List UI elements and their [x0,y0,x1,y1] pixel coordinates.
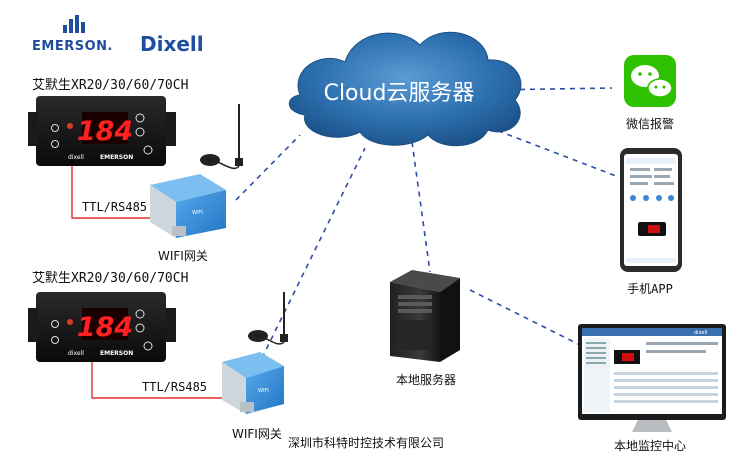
monitor-icon [578,324,726,432]
gateway1-label: WIFI网关 [158,249,208,263]
link-phone-cloud [469,119,617,177]
link-server-monitor [469,289,581,346]
phone-icon [620,148,682,272]
link-gateway1-cloud [235,134,301,201]
wifi-gateway-icon: WIFI [150,174,226,238]
controller1-display: 184 [77,116,133,147]
antenna-icon [248,292,288,345]
controller-icon [28,292,176,362]
controller-icon [28,96,176,166]
serial-link-1-label: TTL/RS485 [82,200,147,214]
gateway2-label: WIFI网关 [232,427,282,441]
controller2-brand-dixell: dixell [68,350,84,357]
server-label: 本地服务器 [396,372,456,387]
cloud-icon [288,31,522,147]
wechat-label: 微信报警 [626,116,674,131]
controller1-brand-emerson: EMERSON [100,154,133,161]
controller2-brand-emerson: EMERSON [100,350,133,357]
antenna-icon [200,104,243,169]
controller1-title: 艾默生XR20/30/60/70CH [32,77,188,93]
svg-text:WIFI: WIFI [192,210,203,216]
monitor-logo: dixell [694,330,707,336]
wechat-icon [624,55,676,107]
wifi-gateway-icon: WIFI [222,352,284,414]
serial-link-1 [71,166,150,219]
controller1-brand-dixell: dixell [68,154,84,161]
cloud-label: Cloud云服务器 [324,81,475,106]
serial-link-2-label: TTL/RS485 [142,380,207,394]
emerson-logo-icon [63,15,85,33]
svg-text:WIFI: WIFI [258,388,269,394]
controller2-display: 184 [77,312,133,343]
link-gateway2-cloud [261,147,366,359]
link-server-cloud [411,141,431,273]
company-name: 深圳市科特时控技术有限公司 [288,435,444,450]
controller2-title: 艾默生XR20/30/60/70CH [32,270,188,286]
monitor-label: 本地监控中心 [614,438,686,453]
tower-server-icon [390,270,460,362]
phone-label: 手机APP [627,282,673,296]
brand-emerson: EMERSON. [32,39,113,54]
serial-link-2 [91,362,224,399]
brand-dixell: Dixell [140,32,204,56]
